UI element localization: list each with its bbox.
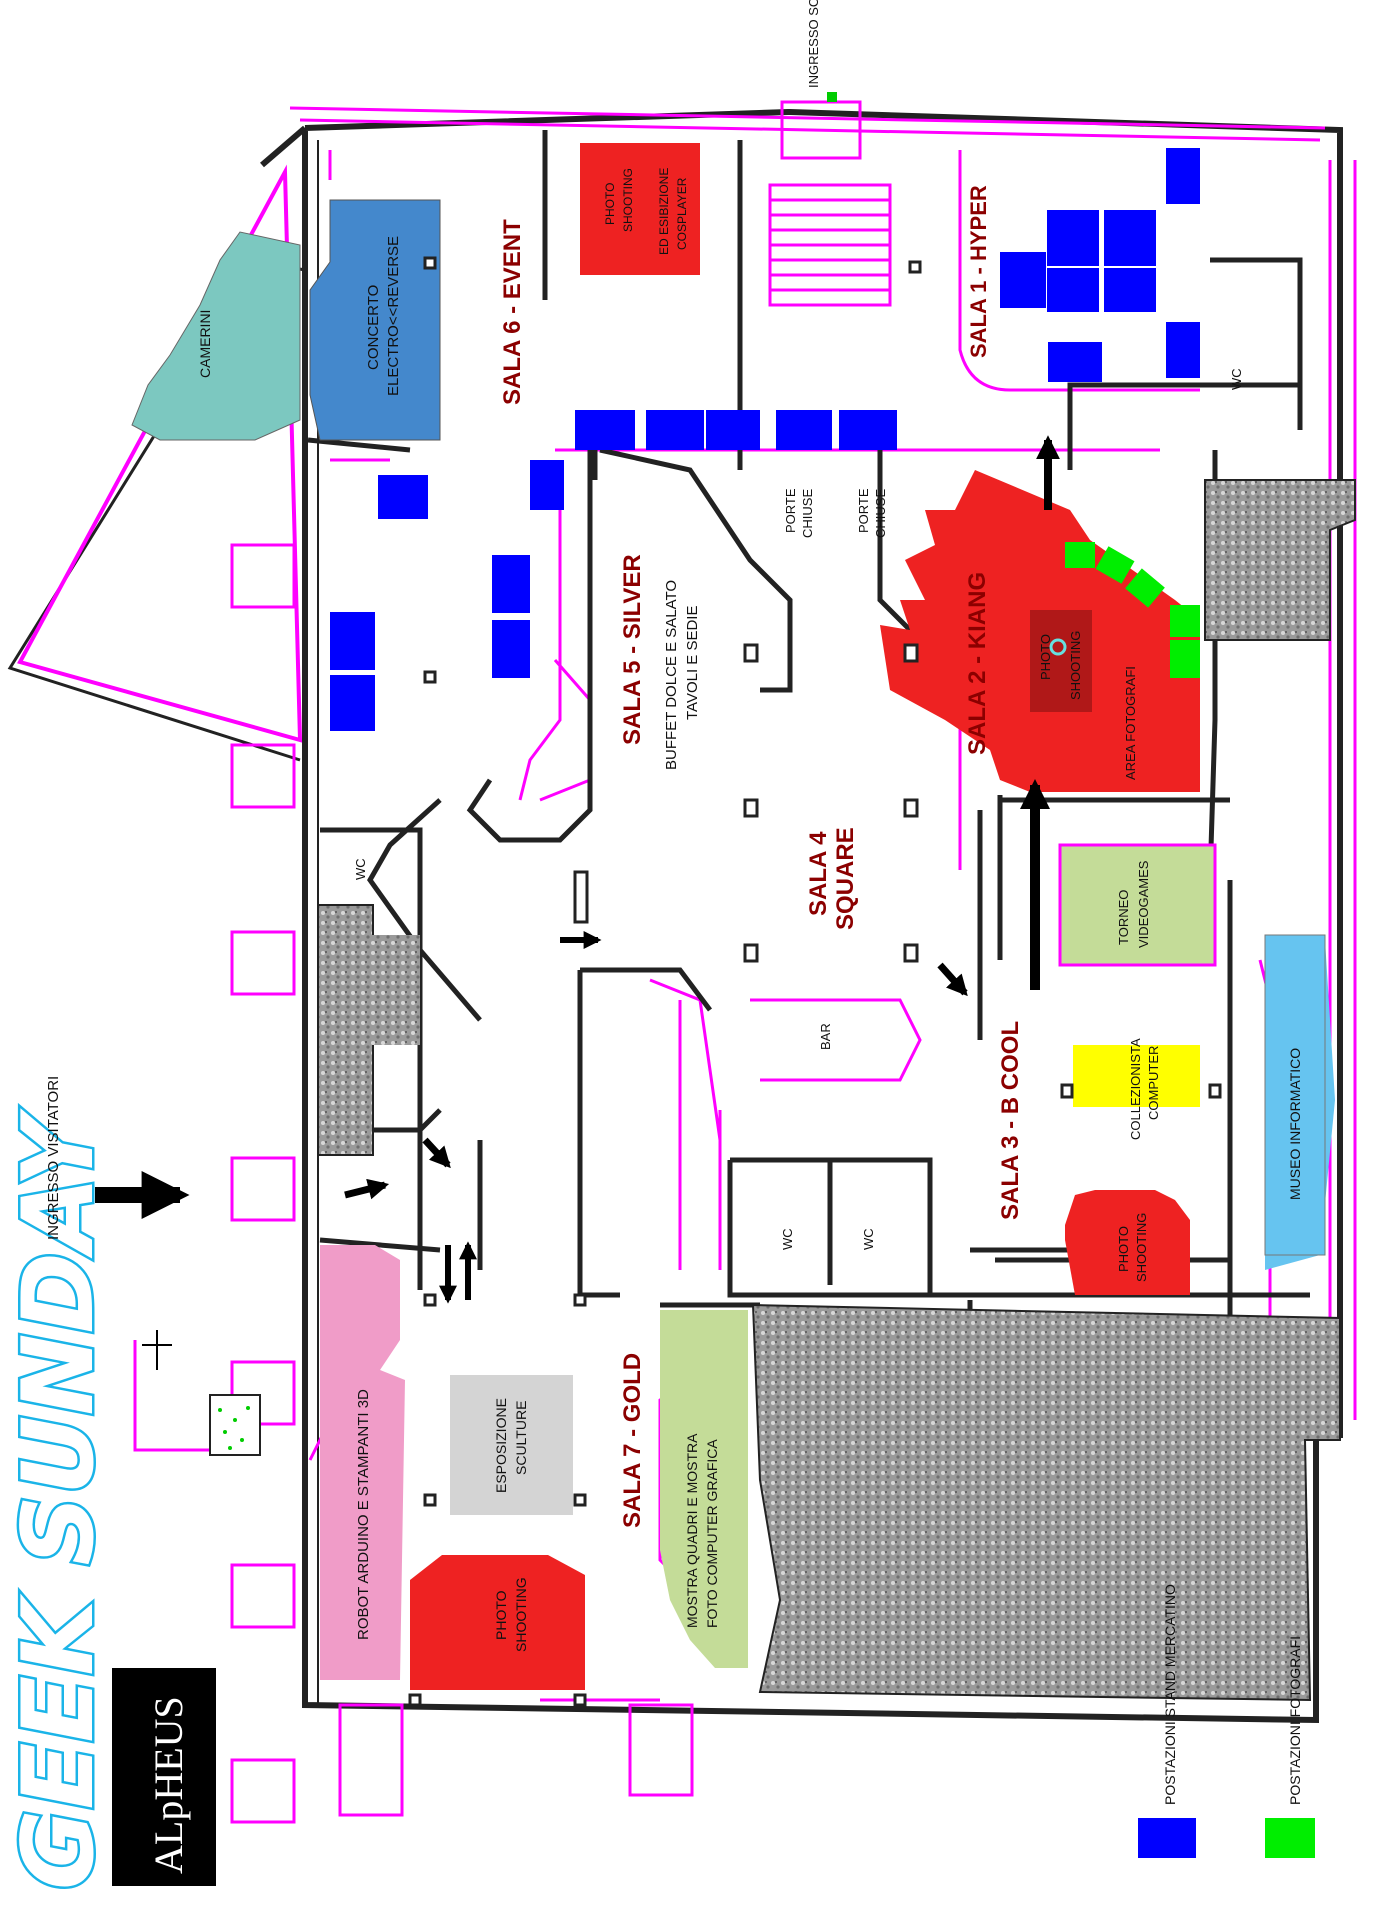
sala-7-label: SALA 7 - GOLD [619,1353,646,1528]
sculture-label-line2: SCULTURE [513,1401,529,1475]
svg-text:GEEK SUNDAY: GEEK SUNDAY [2,1107,116,1890]
cosplay-label-line2: SHOOTING [621,168,635,232]
sala-6-label: SALA 6 - EVENT [499,219,526,405]
porte-chiuse-2-line1: PORTE [856,488,871,533]
sculture-label-line1: ESPOSIZIONE [493,1398,509,1493]
green-courtyard [209,1394,261,1456]
concerto-label-line1: CONCERTO [365,285,382,370]
mostra-label-line2: FOTO COMPUTER GRAFICA [704,1439,720,1628]
mostra-label-line1: MOSTRA QUADRI E MOSTRA [684,1433,700,1628]
robot-zone [320,1245,405,1680]
wc-label-3: WC [780,1228,795,1250]
buffet-label-line2: TAVOLI E SEDIE [684,606,701,720]
porte-chiuse-2-line2: CHIUSE [873,489,888,538]
sala-4-label-line1: SALA 4 [805,831,832,916]
compass-icon [142,1330,172,1370]
kiang-photo-label-line2: SHOOTING [1068,631,1083,700]
sala-1-label: SALA 1 - HYPER [966,185,991,358]
stand-positions [330,148,1200,731]
goods-entrance-marker [827,92,837,102]
buffet-label-line1: BUFFET DOLCE E SALATO [663,580,680,770]
torneo-zone [1058,843,1217,967]
sculture-zone [450,1375,573,1515]
green-dots [218,1406,250,1450]
gold-photo-label-line1: PHOTO [493,1590,509,1640]
kiang-photo-label-line1: PHOTO [1038,634,1053,680]
legend-fotografi-label: POSTAZIONI FOTOGRAFI [1287,1636,1303,1805]
gold-photo-label-line2: SHOOTING [513,1577,529,1652]
cosplay-label-line1: PHOTO [603,183,617,225]
sala-5-label: SALA 5 - SILVER [619,554,646,745]
bar-label: BAR [818,1023,833,1050]
photographer-positions [1065,542,1200,678]
legend-fotografi-swatch [1265,1818,1315,1858]
stone-areas [317,479,1356,1702]
wc-label-2: WC [353,858,368,880]
porte-chiuse-1-line1: PORTE [783,488,798,533]
area-fotografi-label: AREA FOTOGRAFI [1123,666,1138,780]
museo-inner [1264,934,1326,1256]
cosplay-label-line4: COSPLAYER [675,177,689,250]
torneo-label-line2: VIDEOGAMES [1136,860,1151,948]
kiang-photo-inner [1030,610,1092,712]
sala-2-label: SALA 2 - KIANG [964,572,991,755]
robot-label: ROBOT ARDUINO E STAMPANTI 3D [355,1389,372,1640]
camera-marker-icon [1049,638,1067,656]
pillars [408,256,1222,1707]
museo-label: MUSEO INFORMATICO [1287,1048,1303,1200]
concerto-zone [309,199,441,441]
sala-4-label-line2: SQUARE [832,827,859,930]
bcool-photo-label-line1: PHOTO [1116,1226,1131,1272]
goods-entrance-label: INGRESSO SCARICO MERCI [806,0,821,88]
event-title: GEEK SUNDAY [0,1105,119,1893]
bcool-photo-zone [1065,1190,1190,1295]
torneo-label-line1: TORNEO [1116,890,1131,945]
legend-stand-swatch [1138,1818,1196,1858]
collezionista-zone [1073,1045,1200,1107]
concerto-label-line2: ELECTRO<<REVERSE [385,236,402,396]
direction-arrows [95,435,1060,1304]
collezionista-label-line2: COMPUTER [1146,1046,1161,1120]
camerini-zone [131,231,301,441]
cosplay-photo-zone [580,143,700,275]
gold-photo-zone [410,1555,585,1690]
visitors-entrance-label: INGRESSO VISITATORI [45,1076,62,1240]
camerini-label: CAMERINI [197,310,213,378]
svg-text:ALpHEUS: ALpHEUS [146,1696,191,1874]
collezionista-label-line1: COLLEZIONISTA [1128,1038,1143,1140]
wc-label-1: WC [1229,368,1244,390]
mostra-zone [660,1310,748,1668]
wc-label-4: WC [861,1228,876,1250]
alpheus-logo: ALpHEUS [112,1668,216,1886]
sala-3-label: SALA 3 - B COOL [997,1021,1024,1220]
bcool-photo-label-line2: SHOOTING [1134,1213,1149,1282]
cosplay-label-line3: ED ESIBIZIONE [657,168,671,255]
porte-chiuse-1-line2: CHIUSE [800,489,815,538]
legend-stand-label: POSTAZIONI STAND MERCATINO [1162,1584,1178,1805]
